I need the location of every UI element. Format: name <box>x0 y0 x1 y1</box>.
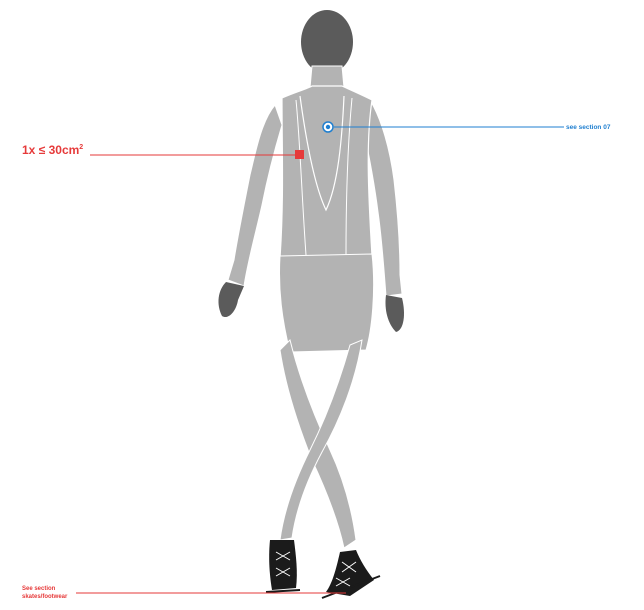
section07-label: see section 07 <box>566 124 610 131</box>
right-skate <box>322 550 380 598</box>
torso <box>280 86 372 258</box>
hips <box>279 254 373 352</box>
skates-label-line1: See section <box>22 585 67 593</box>
left-arm <box>228 105 282 286</box>
logo-size-label: 1x ≤ 30cm2 <box>22 143 83 157</box>
collar <box>310 66 344 88</box>
head <box>301 10 353 74</box>
logo-marker-square <box>295 150 304 159</box>
logo-size-text: 1x ≤ 30cm <box>22 143 79 157</box>
left-hand <box>219 282 244 317</box>
right-hand <box>385 295 404 332</box>
logo-size-superscript: 2 <box>79 144 83 151</box>
skates-label-line2: skates/footwear <box>22 593 67 601</box>
left-skate <box>266 540 300 592</box>
skates-label: See section skates/footwear <box>22 585 67 601</box>
section07-marker-dot <box>326 125 330 129</box>
